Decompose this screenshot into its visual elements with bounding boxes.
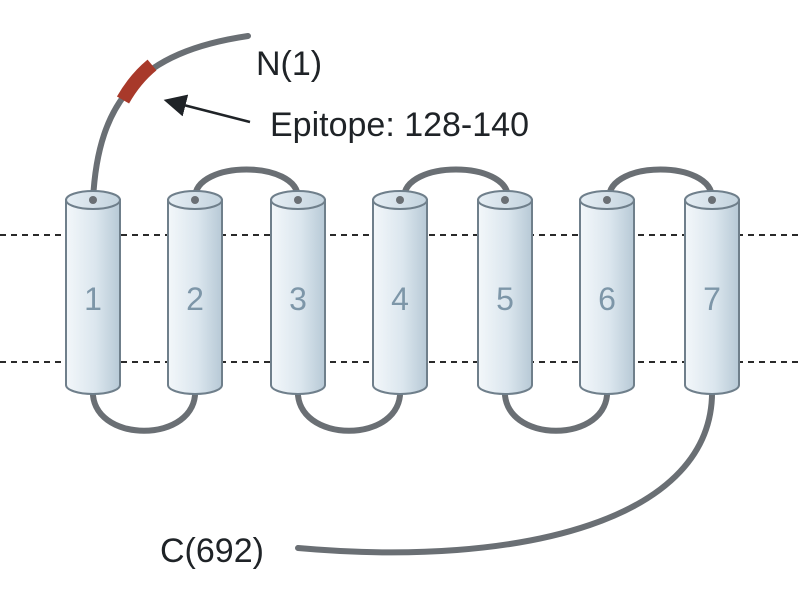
epitope-label: Epitope: 128-140 [270,106,529,144]
helix-number-label: 6 [598,281,616,317]
extracellular-loop-2-3 [192,166,301,201]
c-terminal-tail [295,385,716,556]
helix-number-label: 7 [703,281,721,317]
intracellular-loop-3-4 [294,385,404,434]
helix-4: 4 [372,190,428,395]
epitope-segment [116,59,157,104]
helix-5: 5 [477,190,533,395]
helix-7: 7 [684,190,740,395]
intracellular-loop-1-2 [89,385,199,434]
intracellular-loop-5-6 [501,385,611,434]
n-terminus-label: N(1) [256,45,322,83]
helix-body [684,199,740,395]
helix-loop-anchor [191,196,199,204]
n-terminal-tail [90,33,251,203]
helix-number-label: 5 [496,281,514,317]
helix-loop-anchor [708,196,716,204]
helix-body [65,199,121,395]
helix-body [372,199,428,395]
epitope-arrow [163,94,251,124]
helix-number-label: 4 [391,281,409,317]
helix-number-label: 1 [84,281,102,317]
helix-6: 6 [579,190,635,395]
helix-1: 1 [65,190,121,395]
helix-number-label: 2 [186,281,204,317]
helix-body [270,199,326,395]
helix-loop-anchor [396,196,404,204]
c-terminus-label: C(692) [160,532,264,570]
helix-body [579,199,635,395]
helix-loop-anchor [294,196,302,204]
helix-body [477,199,533,395]
helix-2: 2 [167,190,223,395]
extracellular-loop-6-7 [606,166,715,201]
helix-body [167,199,223,395]
helix-number-label: 3 [289,281,307,317]
helix-loop-anchor [603,196,611,204]
helix-3: 3 [270,190,326,395]
helix-loop-anchor [89,196,97,204]
transmembrane-helices: 1 2 3 4 5 6 7 [65,190,740,395]
extracellular-loop-4-5 [401,166,511,201]
helix-loop-anchor [501,196,509,204]
